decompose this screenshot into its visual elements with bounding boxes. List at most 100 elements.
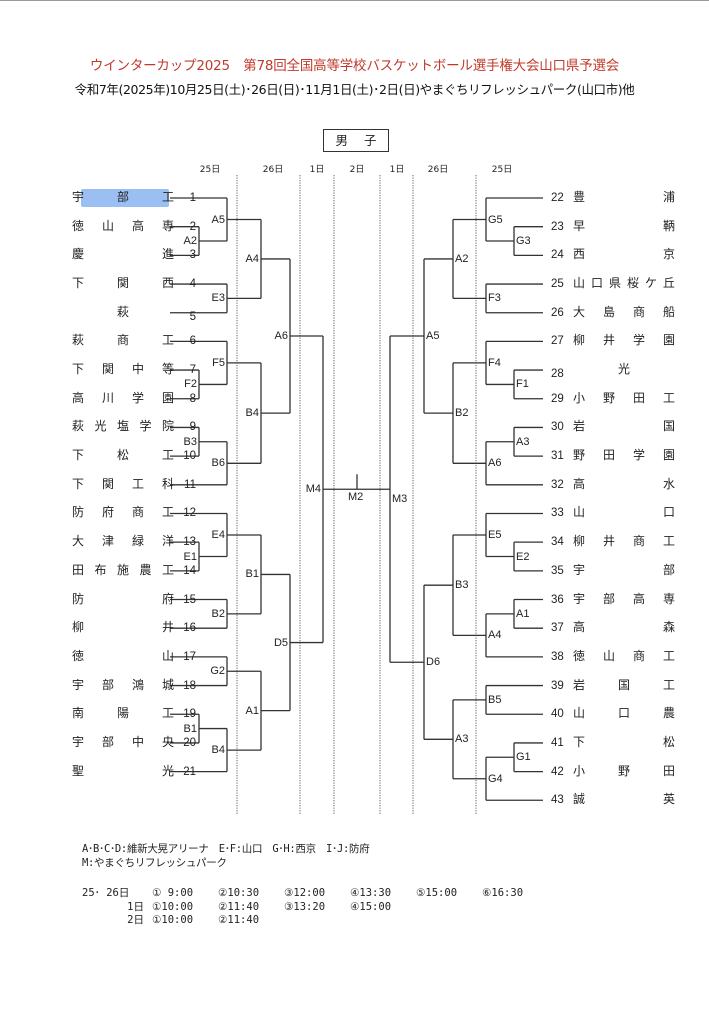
team-name-char: 商 bbox=[116, 333, 129, 348]
team-name-char: 進 bbox=[161, 247, 174, 262]
team-name-char bbox=[103, 591, 114, 607]
team-name-char: 部 bbox=[602, 591, 615, 606]
team-name-char: 陽 bbox=[116, 706, 129, 721]
team-seed-number: 7 bbox=[189, 364, 196, 377]
team-name: 山口農 bbox=[573, 705, 675, 721]
team-name-char: 工 bbox=[161, 562, 174, 577]
team-name-char: 早 bbox=[573, 218, 586, 233]
team-name-char bbox=[633, 619, 644, 635]
team-name-char: 浦 bbox=[662, 190, 675, 204]
match-id-label: A5 bbox=[211, 213, 225, 226]
team-name-char: 松 bbox=[116, 448, 129, 463]
team-name-char bbox=[604, 189, 615, 205]
team-name-char: 山 bbox=[573, 505, 586, 520]
team-name-char: 院 bbox=[161, 419, 174, 434]
team-name: 高川学園 bbox=[72, 390, 174, 406]
team-seed-number: 34 bbox=[551, 536, 564, 549]
team-name-char: 工 bbox=[662, 534, 675, 549]
team-name: 柳井 bbox=[72, 619, 174, 635]
team-seed-number: 12 bbox=[183, 507, 196, 520]
team-name-char: 塩 bbox=[116, 419, 129, 434]
team-name-char: 豊 bbox=[573, 190, 586, 204]
round-date-header: 25日 bbox=[199, 165, 221, 175]
team-name: 大島商船 bbox=[573, 304, 675, 320]
team-seed-number: 42 bbox=[551, 765, 564, 778]
match-id-label: E2 bbox=[516, 550, 530, 563]
team-name-char bbox=[132, 246, 143, 262]
team-name-char: 口 bbox=[590, 276, 603, 291]
round-date-header: 1日 bbox=[309, 165, 325, 175]
team-seed-number: 6 bbox=[189, 335, 196, 348]
schedule-time-slot: ②11:40 bbox=[218, 900, 260, 913]
match-id-label: B2 bbox=[455, 407, 469, 420]
team-name-char: 県 bbox=[608, 276, 621, 291]
team-highlight bbox=[81, 189, 169, 207]
team-name-char bbox=[132, 591, 143, 607]
team-name: 防府 bbox=[72, 591, 174, 607]
team-name-char: 萩 bbox=[72, 419, 85, 434]
team-name-char: 洋 bbox=[161, 534, 174, 549]
match-id-label: F1 bbox=[516, 378, 529, 391]
team-entry: 41 下松 bbox=[551, 734, 675, 750]
team-name-char: 農 bbox=[662, 706, 675, 721]
team-name: 萩光塩学院 bbox=[72, 418, 174, 434]
team-name: 西京 bbox=[573, 246, 675, 262]
match-id-label: F2 bbox=[184, 378, 197, 391]
team-seed-number: 22 bbox=[551, 192, 564, 204]
team-seed-number: 13 bbox=[183, 536, 196, 549]
team-name-char bbox=[604, 218, 615, 234]
team-name-char bbox=[604, 476, 615, 492]
team-seed-number: 8 bbox=[189, 392, 196, 405]
team-seed-number: 27 bbox=[551, 335, 564, 348]
match-id-label: G2 bbox=[210, 665, 225, 678]
team-name-char: 野 bbox=[617, 763, 630, 778]
team-name-char: 中 bbox=[131, 734, 144, 749]
team-seed-number: 41 bbox=[551, 736, 564, 749]
team-name: 下松 bbox=[573, 734, 675, 750]
team-name-char: 井 bbox=[602, 333, 615, 348]
team-name-char bbox=[604, 418, 615, 434]
schedule-time-slot: ④15:00 bbox=[350, 900, 392, 913]
top-border bbox=[0, 0, 709, 1]
team-seed-number: 28 bbox=[551, 368, 564, 381]
team-name-char: 下 bbox=[72, 362, 85, 377]
team-name-char bbox=[633, 791, 644, 807]
team-name: 柳井学園 bbox=[573, 332, 675, 348]
team-name: 宇部 bbox=[573, 562, 675, 578]
team-name-char: 高 bbox=[131, 218, 144, 233]
team-name-char: 城 bbox=[161, 677, 174, 692]
venue-notes: A･B･C･D:維新大晃アリーナ E･F:山口 G･H:西京 I･J:防府 M:… bbox=[82, 843, 370, 870]
team-name-char bbox=[604, 734, 615, 750]
team-name: 宇部工 bbox=[72, 189, 174, 205]
team-name-char: 岩 bbox=[573, 419, 586, 434]
match-id-label: A1 bbox=[245, 704, 259, 717]
match-id-label: E5 bbox=[488, 528, 502, 541]
final-match-label: M2 bbox=[348, 491, 364, 504]
team-name-char: 下 bbox=[72, 276, 85, 291]
match-id-label: D6 bbox=[426, 656, 441, 669]
team-name-char: 南 bbox=[72, 706, 85, 721]
team-name-char: 英 bbox=[662, 792, 675, 807]
team-name-char: 小 bbox=[573, 390, 586, 405]
schedule-time-slot: ②10:30 bbox=[218, 887, 260, 899]
team-name-char bbox=[633, 504, 644, 520]
team-name: 徳山 bbox=[72, 648, 174, 664]
schedule-time-slot: ③12:00 bbox=[284, 887, 326, 899]
team-name-char: 桜 bbox=[626, 276, 639, 291]
team-name-char: 高 bbox=[573, 620, 586, 635]
team-name-char bbox=[604, 246, 615, 262]
team-name-char: 小 bbox=[573, 763, 586, 778]
team-name: 下松工 bbox=[72, 447, 174, 463]
team-name-char: 口 bbox=[617, 706, 630, 721]
team-name: 高水 bbox=[573, 476, 675, 492]
team-name-char: 京 bbox=[662, 247, 675, 262]
team-name-char: 大 bbox=[72, 534, 85, 549]
team-name: 岩国工 bbox=[573, 677, 675, 693]
